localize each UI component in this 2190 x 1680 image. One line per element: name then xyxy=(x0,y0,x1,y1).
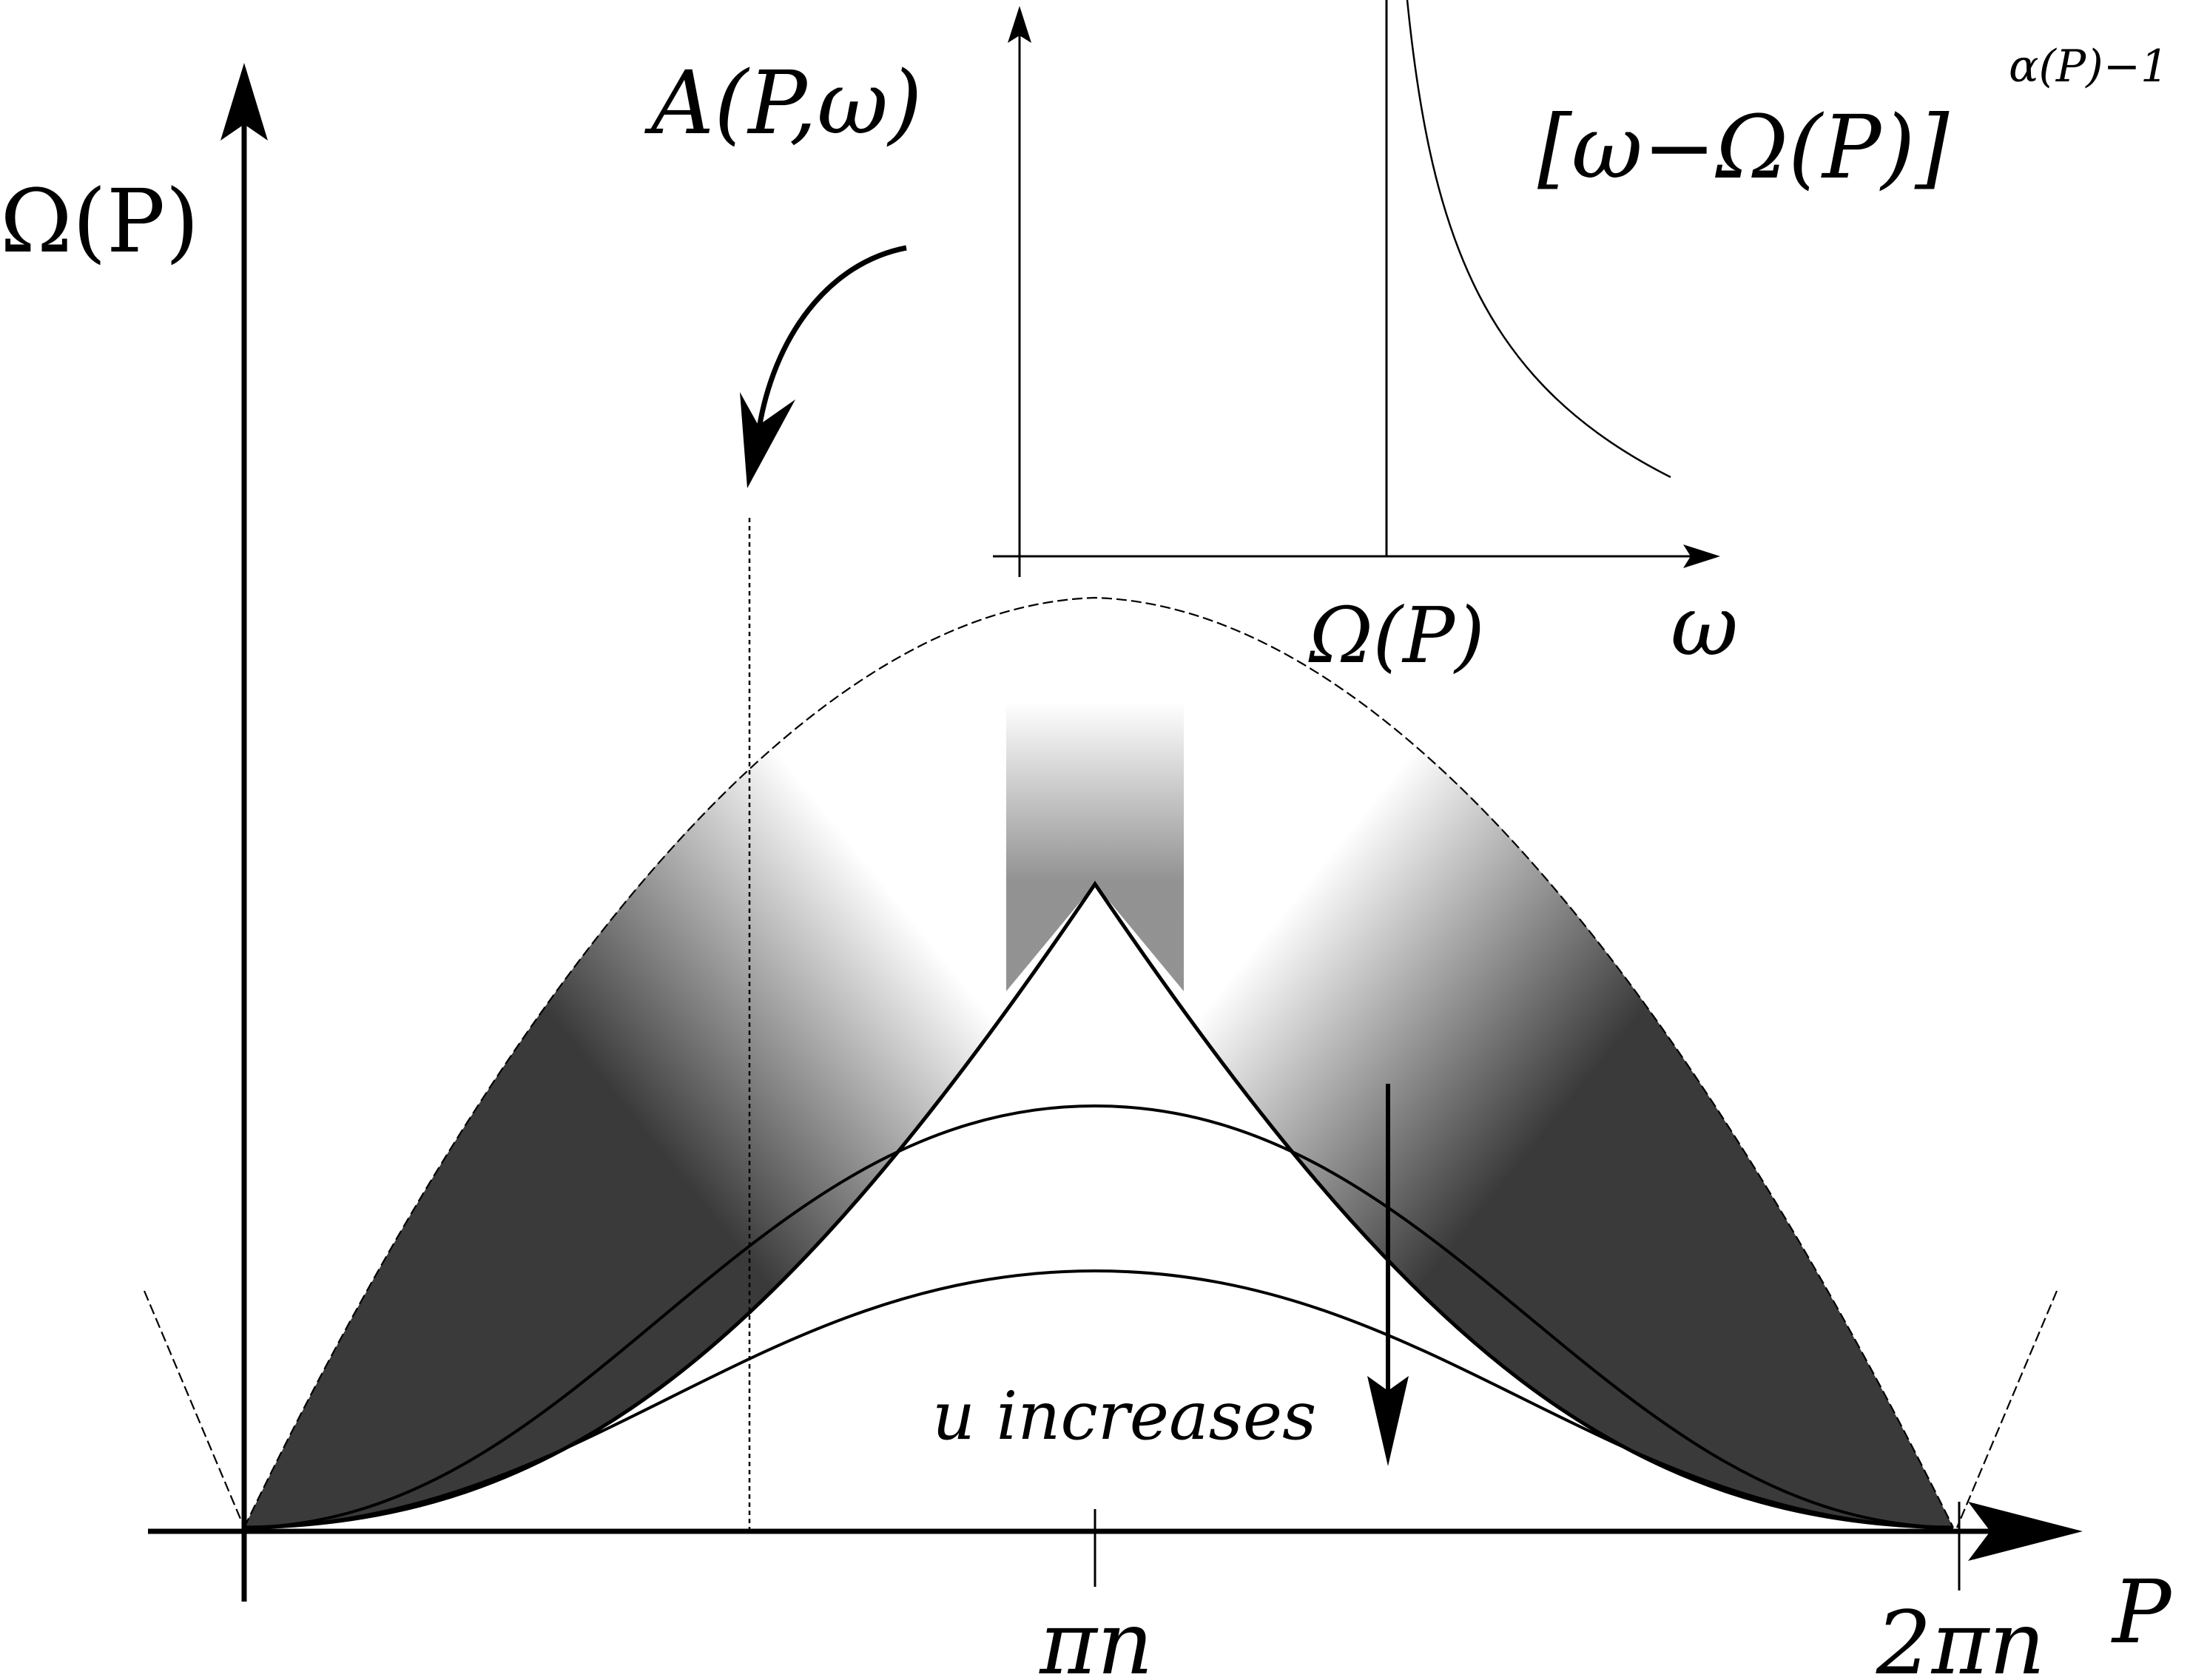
u-increases-arrow-head xyxy=(1367,1376,1409,1466)
inset-omega-axis-label: ω xyxy=(1671,578,1738,675)
upper-bound-dashed-arc xyxy=(243,596,1954,1528)
main-axes xyxy=(148,63,2083,1602)
inset-plot xyxy=(993,0,1720,577)
dispersion-curves xyxy=(243,880,1954,1530)
power-law-base-label: [ω−Ω(P)] xyxy=(1537,96,1950,198)
inset-horizontal-axis-arrowhead xyxy=(1683,544,1720,568)
omega-axis-label: Ω(P) xyxy=(0,170,199,272)
left-outer-dashed-line xyxy=(143,1290,246,1528)
u-increases-arrow xyxy=(1367,1084,1409,1466)
power-law-exponent-label: α(P)−1 xyxy=(2009,41,2169,92)
spectral-function-arrow xyxy=(740,245,907,488)
tick-2pi-n-label: 2πn xyxy=(1876,1592,2046,1680)
tick-pi-n-label: πn xyxy=(1038,1592,1153,1680)
p-axis-label: P xyxy=(2111,1561,2173,1663)
spectral-function-arrow-head xyxy=(740,392,795,488)
text-labels: Ω(P) P πn 2πn A(P,ω) u increases Ω(P) ω … xyxy=(0,41,2173,1680)
horizontal-axis-arrowhead xyxy=(1968,1502,2083,1561)
spectral-function-arrow-shaft xyxy=(755,245,907,434)
dispersion-curve-lowest xyxy=(243,1269,1954,1529)
inset-vertical-axis-arrowhead xyxy=(1008,6,1031,43)
vertical-axis-arrowhead xyxy=(220,63,268,141)
continuum-band-right xyxy=(1095,592,1953,1528)
u-increases-label: u increases xyxy=(932,1377,1316,1455)
lower-bound-curve xyxy=(243,880,1954,1530)
spectral-function-label: A(P,ω) xyxy=(644,52,923,154)
continuum-band-top xyxy=(1006,695,1184,991)
dispersion-curve-middle xyxy=(243,1104,1954,1529)
continuum-band xyxy=(244,592,1953,1528)
inset-omega-tick-label: Ω(P) xyxy=(1307,590,1484,681)
right-outer-dashed-line xyxy=(1955,1290,2058,1528)
upper-bound-curves xyxy=(143,596,2058,1528)
inset-power-law-curve xyxy=(1406,0,1671,479)
continuum-band-left xyxy=(244,592,1095,1528)
